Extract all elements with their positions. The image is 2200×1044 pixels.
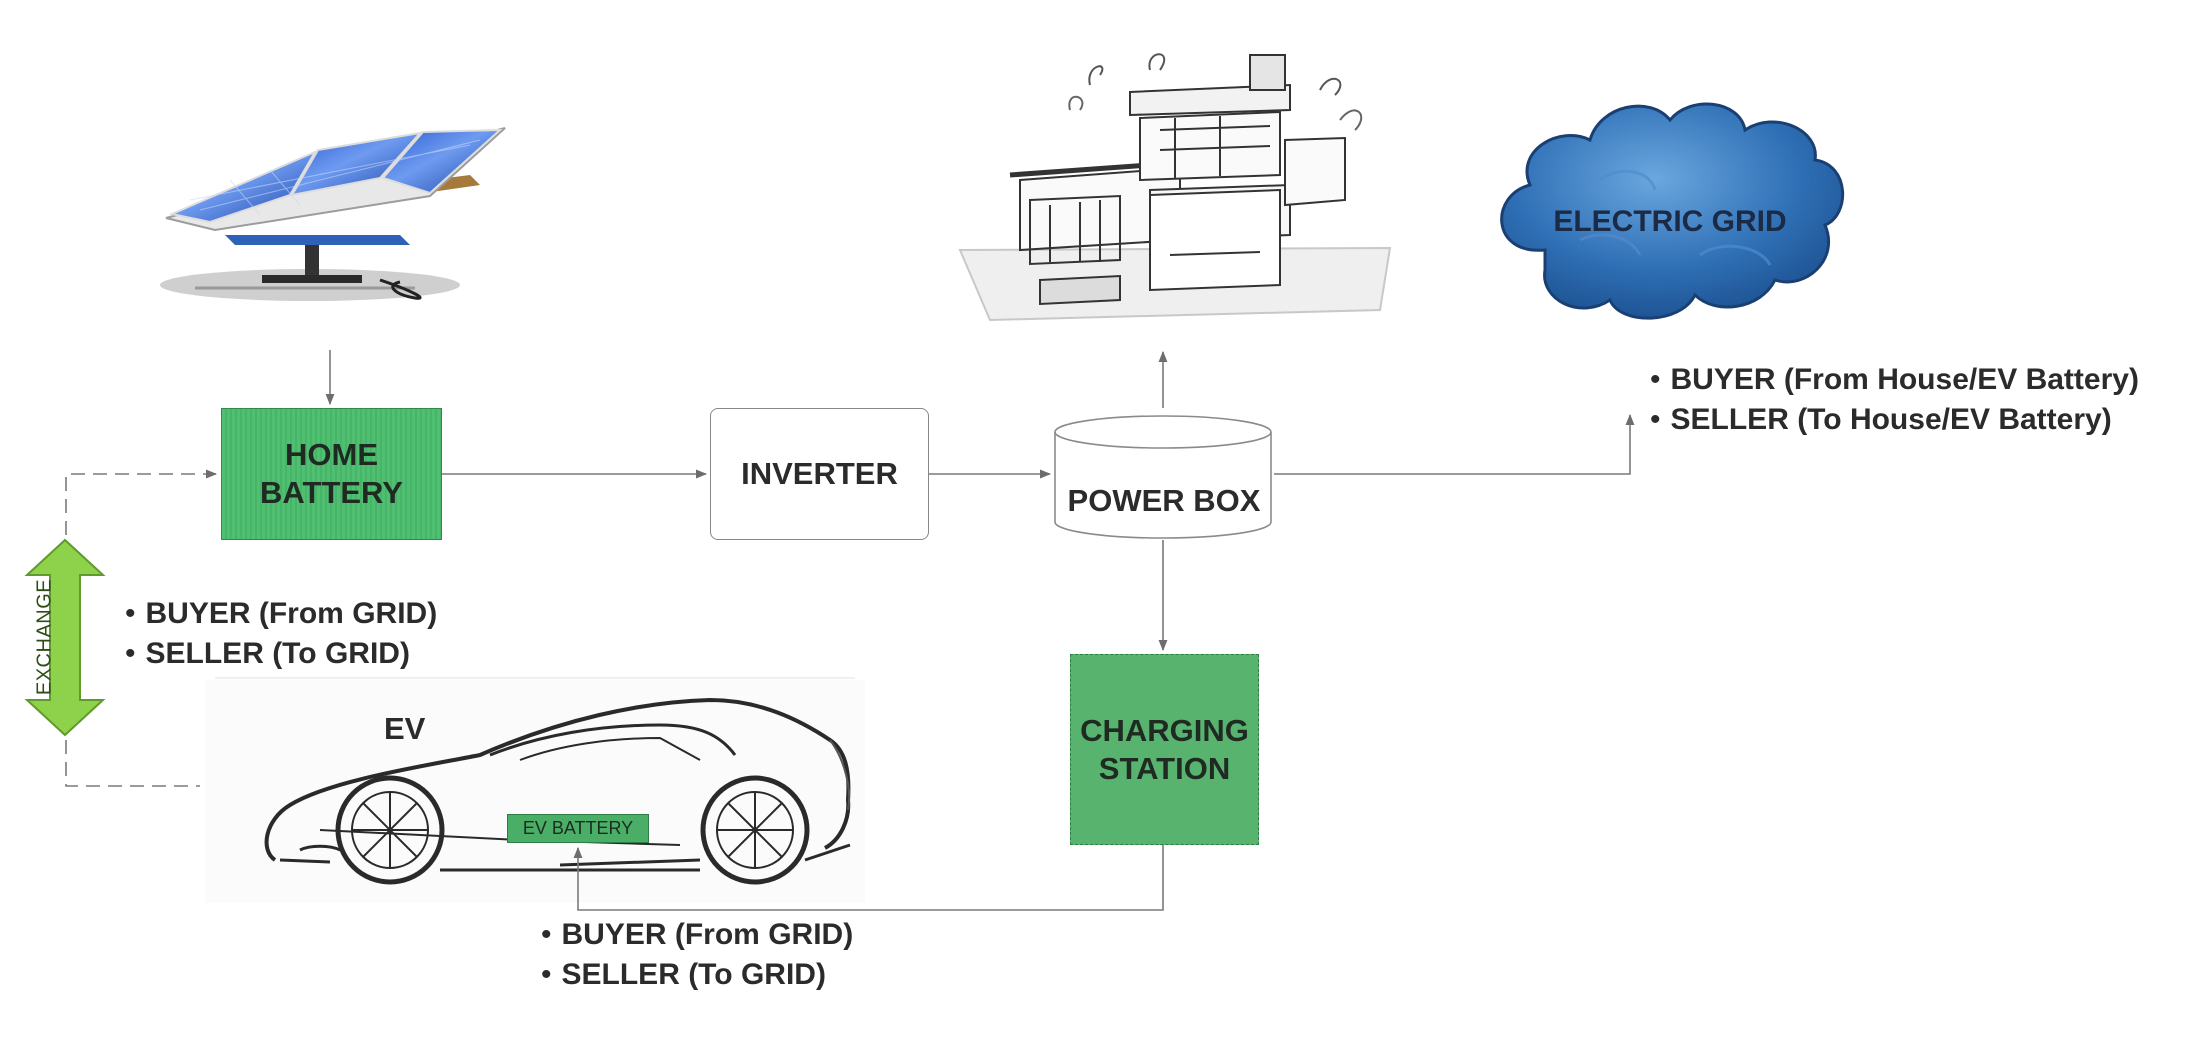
list-item: BUYER (From GRID) bbox=[541, 915, 854, 955]
home-roles-list: BUYER (From GRID) SELLER (To GRID) bbox=[125, 594, 438, 674]
connector-lines bbox=[65, 350, 1635, 911]
list-item: SELLER (To GRID) bbox=[125, 634, 437, 674]
power-box-cylinder bbox=[1054, 415, 1272, 539]
charging-station-box: CHARGING STATION bbox=[1070, 654, 1259, 845]
inverter-label: INVERTER bbox=[741, 456, 898, 491]
ev-label: EV bbox=[384, 711, 426, 746]
grid-roles-list: BUYER (From House/EV Battery) SELLER (To… bbox=[1650, 360, 2139, 440]
list-item: BUYER (From House/EV Battery) bbox=[1650, 360, 2139, 400]
ev-roles-list: BUYER (From GRID) SELLER (To GRID) bbox=[541, 915, 854, 995]
exchange-arrow bbox=[24, 538, 106, 737]
power-box-label: POWER BOX bbox=[1067, 483, 1261, 518]
home-battery-box: HOME BATTERY bbox=[221, 408, 442, 540]
grid-cloud-icon bbox=[1500, 102, 1845, 320]
electric-grid-label: ELECTRIC GRID bbox=[1553, 205, 1787, 238]
ev-car-sketch-icon bbox=[205, 677, 865, 903]
exchange-label: EXCHANGE bbox=[33, 578, 56, 696]
home-battery-label: HOME BATTERY bbox=[260, 437, 403, 510]
ev-battery-label: EV BATTERY bbox=[522, 818, 634, 838]
list-item: BUYER (From GRID) bbox=[125, 594, 438, 634]
list-item: SELLER (To House/EV Battery) bbox=[1650, 400, 2139, 440]
ev-battery-box: EV BATTERY bbox=[507, 814, 649, 843]
inverter-box: INVERTER bbox=[710, 408, 929, 540]
house-sketch-icon bbox=[958, 53, 1392, 322]
list-item: SELLER (To GRID) bbox=[541, 955, 853, 995]
solar-panel-icon bbox=[160, 127, 506, 301]
charging-station-label: CHARGING STATION bbox=[1080, 712, 1249, 786]
